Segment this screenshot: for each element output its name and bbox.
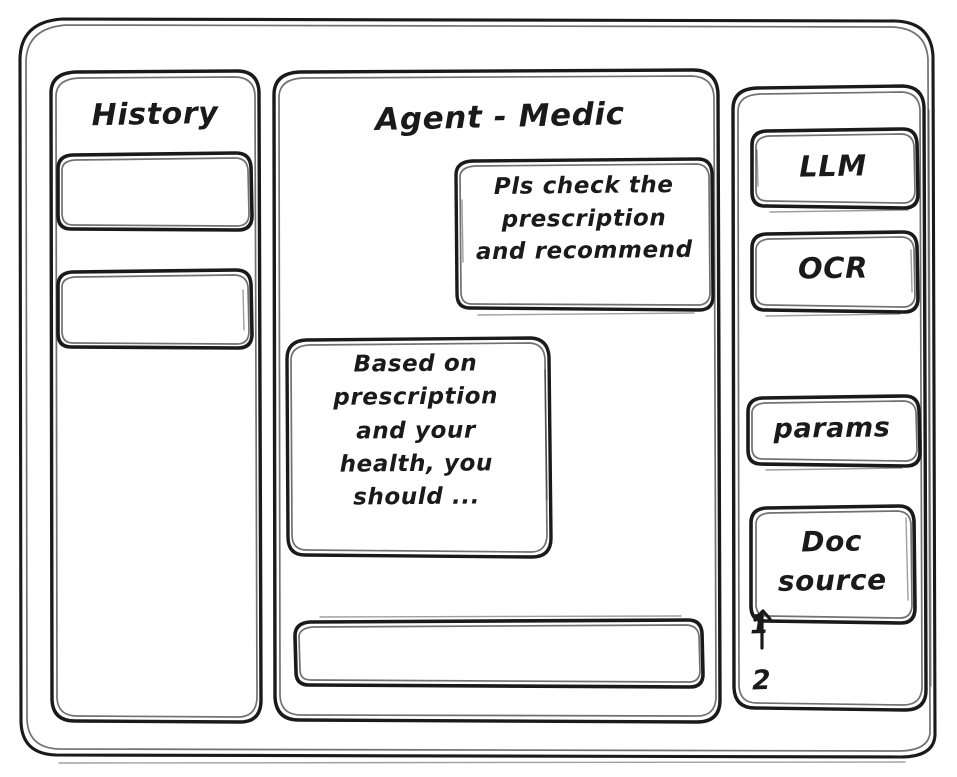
tool-params-button[interactable]: [748, 396, 921, 467]
history-item-2[interactable]: [58, 270, 253, 349]
doc-source-item-2[interactable]: [746, 660, 866, 702]
history-item-1[interactable]: [58, 153, 253, 231]
doc-source-item-1[interactable]: [746, 604, 866, 646]
agent-message-bubble: [287, 338, 552, 558]
user-message-bubble: [456, 159, 714, 311]
page-title: Agent - Medic: [374, 95, 626, 139]
tool-ocr-button[interactable]: [752, 232, 919, 313]
message-input[interactable]: [295, 620, 704, 688]
tool-llm-button[interactable]: [752, 129, 919, 209]
